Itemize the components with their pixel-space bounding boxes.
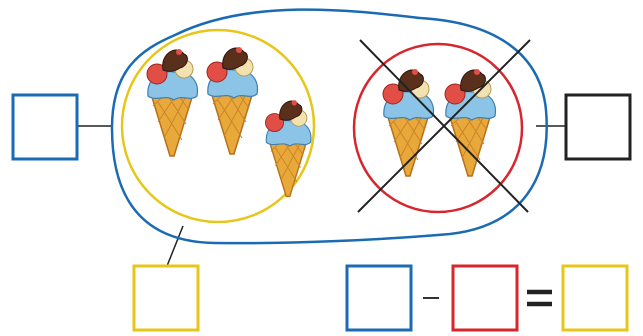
equation-result-box[interactable] xyxy=(561,264,629,332)
connector-bottom xyxy=(166,225,184,267)
removed-count-box[interactable] xyxy=(564,93,632,161)
ice-cream-icon xyxy=(146,48,199,157)
removed-group-circle xyxy=(352,42,524,214)
kept-count-box[interactable] xyxy=(132,264,200,332)
kept-group-circle xyxy=(120,28,316,224)
equation-subtrahend-box[interactable] xyxy=(451,264,519,332)
ice-cream-icon xyxy=(444,68,497,177)
whole-count-box[interactable] xyxy=(11,93,79,161)
equation-minuend-box[interactable] xyxy=(345,264,413,332)
ice-cream-icon xyxy=(264,99,312,198)
whole-group-outline xyxy=(110,8,548,245)
ice-cream-icon xyxy=(206,46,259,155)
cross-out-mark xyxy=(357,39,531,213)
ice-cream-icon xyxy=(382,68,435,177)
